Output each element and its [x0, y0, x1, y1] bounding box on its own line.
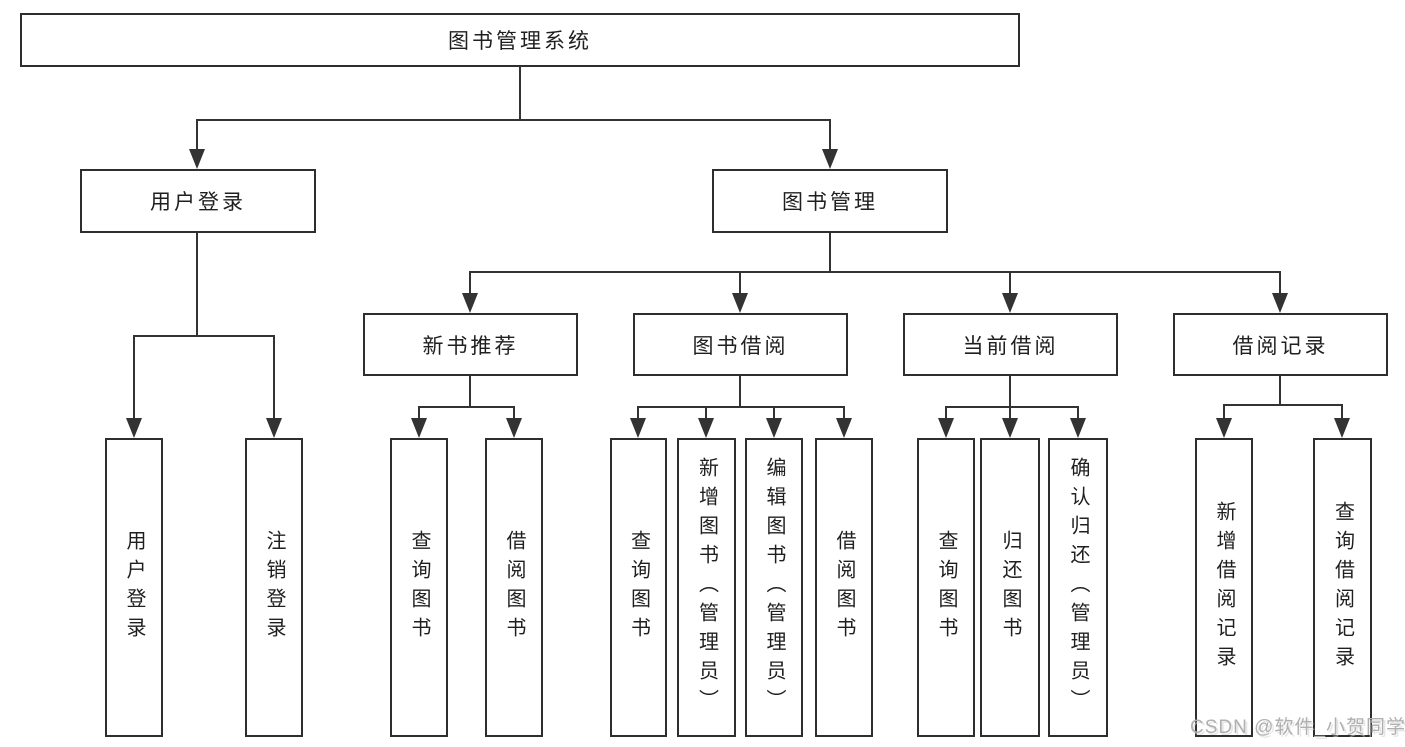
- connector-line: [133, 335, 275, 337]
- connector-line: [469, 271, 471, 295]
- connector-line: [418, 406, 420, 420]
- node-label: 查询图书: [627, 529, 650, 646]
- connector-line: [739, 376, 741, 408]
- arrow-down-icon: [766, 418, 782, 438]
- node-label: 注销登录: [263, 529, 285, 646]
- watermark: CSDN @软件_小贺同学: [1190, 717, 1405, 738]
- arrow-down-icon: [822, 149, 838, 169]
- connector-line: [739, 271, 741, 295]
- arrow-down-icon: [630, 418, 646, 438]
- node-new-book-recommendation: 新书推荐: [363, 313, 578, 376]
- connector-line: [843, 406, 845, 420]
- arrow-down-icon: [126, 418, 142, 438]
- connector-line: [1223, 404, 1343, 406]
- connector-line: [829, 119, 831, 152]
- connector-line: [945, 406, 947, 420]
- connector-line: [773, 406, 775, 420]
- arrow-down-icon: [189, 149, 205, 169]
- connector-line: [829, 233, 831, 273]
- connector-line: [705, 406, 707, 420]
- connector-line: [196, 119, 831, 121]
- node-book-borrowing: 图书借阅: [633, 313, 848, 376]
- connector-line: [469, 271, 1281, 273]
- connector-line: [637, 406, 845, 408]
- node-label: 查询图书: [935, 529, 957, 646]
- arrow-down-icon: [506, 418, 522, 438]
- leaf-user-login: 用户登录: [105, 438, 163, 737]
- arrow-down-icon: [836, 418, 852, 438]
- leaf-add-books-admin: 新增图书（管理员）: [677, 438, 736, 737]
- node-label: 借阅图书: [503, 529, 525, 646]
- arrow-down-icon: [462, 293, 478, 313]
- node-label: 当前借阅: [962, 334, 1059, 358]
- connector-line: [196, 119, 198, 152]
- connector-line: [1009, 271, 1011, 295]
- arrow-down-icon: [698, 418, 714, 438]
- connector-line: [1341, 404, 1343, 420]
- leaf-query-books-current: 查询图书: [917, 438, 975, 737]
- node-label: 新书推荐: [422, 334, 519, 358]
- arrow-down-icon: [732, 293, 748, 313]
- connector-line: [519, 67, 521, 121]
- node-book-management: 图书管理: [712, 169, 948, 233]
- node-label: 借阅记录: [1232, 334, 1329, 358]
- arrow-down-icon: [1002, 293, 1018, 313]
- arrow-down-icon: [1002, 418, 1018, 438]
- connector-line: [637, 406, 639, 420]
- node-label: 编辑图书（管理员）: [763, 457, 785, 718]
- leaf-edit-books-admin: 编辑图书（管理员）: [745, 438, 803, 737]
- connector-line: [1077, 406, 1079, 420]
- node-label: 确认归还（管理员）: [1067, 457, 1089, 718]
- leaf-logout: 注销登录: [245, 438, 303, 737]
- connector-line: [1279, 376, 1281, 406]
- connector-line: [513, 406, 515, 420]
- leaf-query-books-borrowing: 查询图书: [610, 438, 667, 737]
- arrow-down-icon: [1216, 418, 1232, 438]
- node-label: 查询图书: [408, 529, 430, 646]
- node-borrowing-records: 借阅记录: [1173, 313, 1388, 376]
- arrow-down-icon: [411, 418, 427, 438]
- connector-line: [133, 335, 135, 420]
- connector-line: [1223, 404, 1225, 420]
- connector-line: [273, 335, 275, 420]
- node-current-borrowing: 当前借阅: [903, 313, 1118, 376]
- leaf-borrow-books-recommend: 借阅图书: [485, 438, 543, 737]
- connector-line: [418, 406, 515, 408]
- arrow-down-icon: [1272, 293, 1288, 313]
- leaf-confirm-return-admin: 确认归还（管理员）: [1048, 438, 1108, 737]
- node-label: 图书管理: [782, 191, 878, 214]
- node-label: 新增图书（管理员）: [695, 457, 718, 718]
- node-user-login: 用户登录: [80, 169, 316, 233]
- connector-line: [1279, 271, 1281, 295]
- node-label: 图书管理系统: [448, 30, 592, 53]
- leaf-borrow-books: 借阅图书: [815, 438, 873, 737]
- node-label: 借阅图书: [833, 529, 855, 646]
- arrow-down-icon: [266, 418, 282, 438]
- node-label: 图书借阅: [692, 334, 789, 358]
- leaf-return-books: 归还图书: [980, 438, 1040, 737]
- node-label: 用户登录: [150, 191, 246, 214]
- connector-line: [469, 376, 471, 408]
- leaf-add-borrow-record: 新增借阅记录: [1195, 438, 1253, 737]
- connector-line: [945, 406, 1079, 408]
- node-label: 用户登录: [123, 529, 145, 646]
- arrow-down-icon: [1070, 418, 1086, 438]
- arrow-down-icon: [938, 418, 954, 438]
- node-library-management-system: 图书管理系统: [20, 13, 1020, 67]
- leaf-query-books-recommend: 查询图书: [390, 438, 448, 737]
- connector-line: [196, 233, 198, 337]
- node-label: 查询借阅记录: [1331, 500, 1354, 675]
- connector-line: [1009, 406, 1011, 420]
- connector-line: [1009, 376, 1011, 408]
- leaf-query-borrow-record: 查询借阅记录: [1313, 438, 1372, 737]
- node-label: 归还图书: [999, 529, 1021, 646]
- node-label: 新增借阅记录: [1213, 500, 1235, 675]
- arrow-down-icon: [1334, 418, 1350, 438]
